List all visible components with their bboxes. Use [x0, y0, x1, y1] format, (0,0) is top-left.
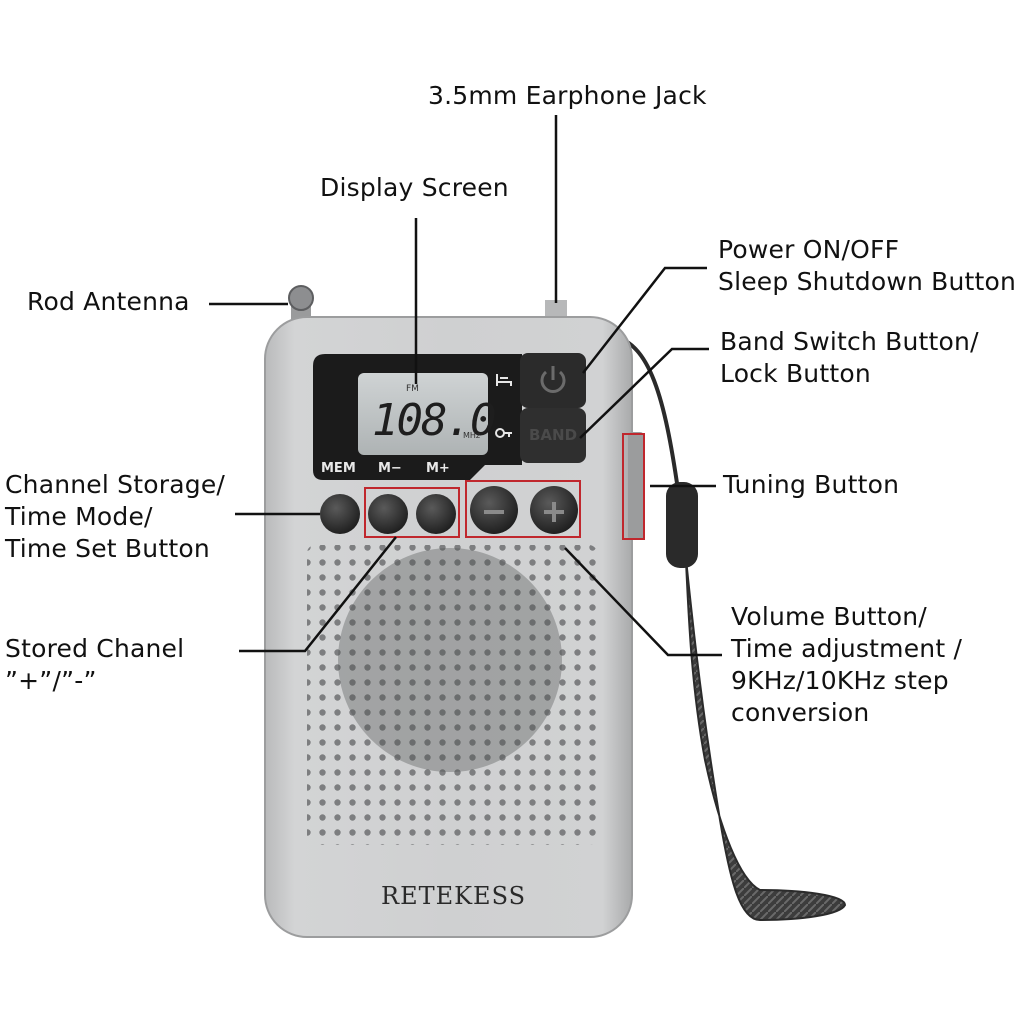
lock-key-icon — [495, 428, 512, 438]
label-display-screen: Display Screen — [320, 173, 509, 202]
mem-label: MEM — [321, 461, 356, 476]
band-button[interactable] — [520, 408, 586, 463]
label-rod-antenna: Rod Antenna — [27, 287, 190, 316]
mem-button[interactable] — [320, 494, 360, 534]
plus-icon — [544, 502, 564, 522]
m-plus-button[interactable] — [416, 494, 456, 534]
tuning-button[interactable] — [628, 432, 644, 540]
power-icon — [540, 366, 566, 393]
display-frequency: 108.0 — [372, 395, 496, 446]
label-volume: Volume Button/ Time adjustment / 9KHz/10… — [731, 602, 963, 727]
display-band: FM — [406, 384, 419, 394]
label-band-switch: Band Switch Button/ Lock Button — [720, 327, 979, 388]
m-minus-label: M− — [378, 461, 402, 476]
display-screen — [358, 373, 488, 455]
stored-channel-highlight — [364, 487, 460, 538]
label-power: Power ON/OFF Sleep Shutdown Button — [718, 235, 1017, 296]
sleep-bed-icon — [496, 374, 512, 386]
m-plus-label: M+ — [426, 461, 450, 476]
label-tuning: Tuning Button — [723, 470, 900, 499]
band-label: BAND — [529, 426, 578, 444]
display-unit: MHz — [463, 431, 481, 440]
label-stored-channel: Stored Chanel ”+”/”-” — [5, 634, 185, 695]
label-channel-storage: Channel Storage/ Time Mode/ Time Set But… — [5, 470, 226, 563]
volume-highlight — [465, 480, 581, 538]
callout-lines — [209, 115, 722, 657]
tuning-highlight — [622, 433, 645, 540]
speaker-grill — [307, 545, 597, 845]
speaker-cone — [338, 548, 562, 772]
brand-logo: RETEKESS — [381, 882, 527, 910]
m-minus-button[interactable] — [368, 494, 408, 534]
power-button[interactable] — [520, 353, 586, 408]
earphone-jack — [545, 300, 567, 320]
label-earphone-jack: 3.5mm Earphone Jack — [428, 81, 707, 110]
